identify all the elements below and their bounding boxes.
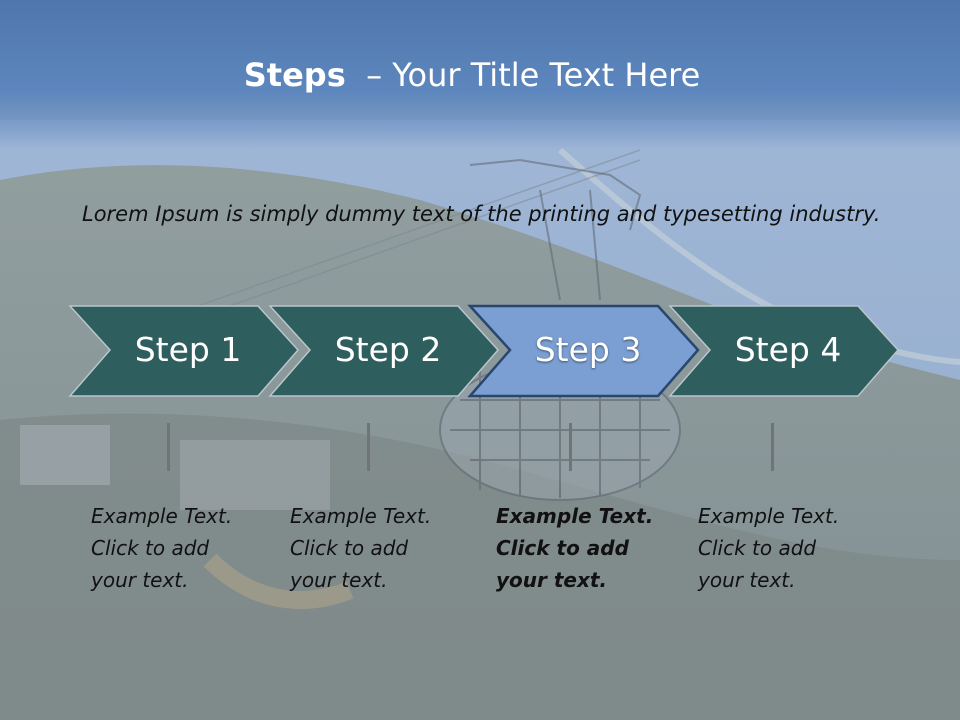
step-2-caption[interactable]: Example Text. Click to add your text. [290, 500, 460, 596]
caption-line: your text. [496, 568, 608, 592]
slide-title[interactable]: Steps – Your Title Text Here [0, 54, 944, 96]
step-arrow-1 [68, 305, 300, 397]
step-1-label[interactable]: Step 1 [134, 330, 242, 369]
caption-line: your text. [698, 568, 796, 592]
title-rest: – Your Title Text Here [366, 56, 701, 94]
step-3-connector [569, 423, 572, 471]
caption-line: Example Text. [496, 504, 654, 528]
caption-line: Click to add [91, 536, 210, 560]
step-arrow-4 [668, 305, 900, 397]
caption-line: your text. [91, 568, 189, 592]
step-2-label[interactable]: Step 2 [334, 330, 442, 369]
step-arrow-3 [467, 304, 700, 398]
caption-line: Example Text. [290, 504, 432, 528]
step-3-label[interactable]: Step 3 [534, 330, 642, 369]
caption-line: Click to add [290, 536, 409, 560]
step-1-connector [167, 423, 170, 471]
step-4-connector [771, 423, 774, 471]
step-1-caption[interactable]: Example Text. Click to add your text. [91, 500, 261, 596]
step-2-connector [367, 423, 370, 471]
caption-line: your text. [290, 568, 388, 592]
caption-line: Click to add [698, 536, 817, 560]
lead-text[interactable]: Lorem Ipsum is simply dummy text of the … [82, 202, 881, 226]
title-bold: Steps [243, 56, 346, 94]
caption-line: Example Text. [698, 504, 840, 528]
caption-line: Example Text. [91, 504, 233, 528]
step-arrow-2 [268, 305, 500, 397]
title-band [0, 0, 960, 150]
step-3-caption[interactable]: Example Text. Click to add your text. [496, 500, 666, 596]
step-4-caption[interactable]: Example Text. Click to add your text. [698, 500, 868, 596]
caption-line: Click to add [496, 536, 629, 560]
step-4-label[interactable]: Step 4 [734, 330, 842, 369]
